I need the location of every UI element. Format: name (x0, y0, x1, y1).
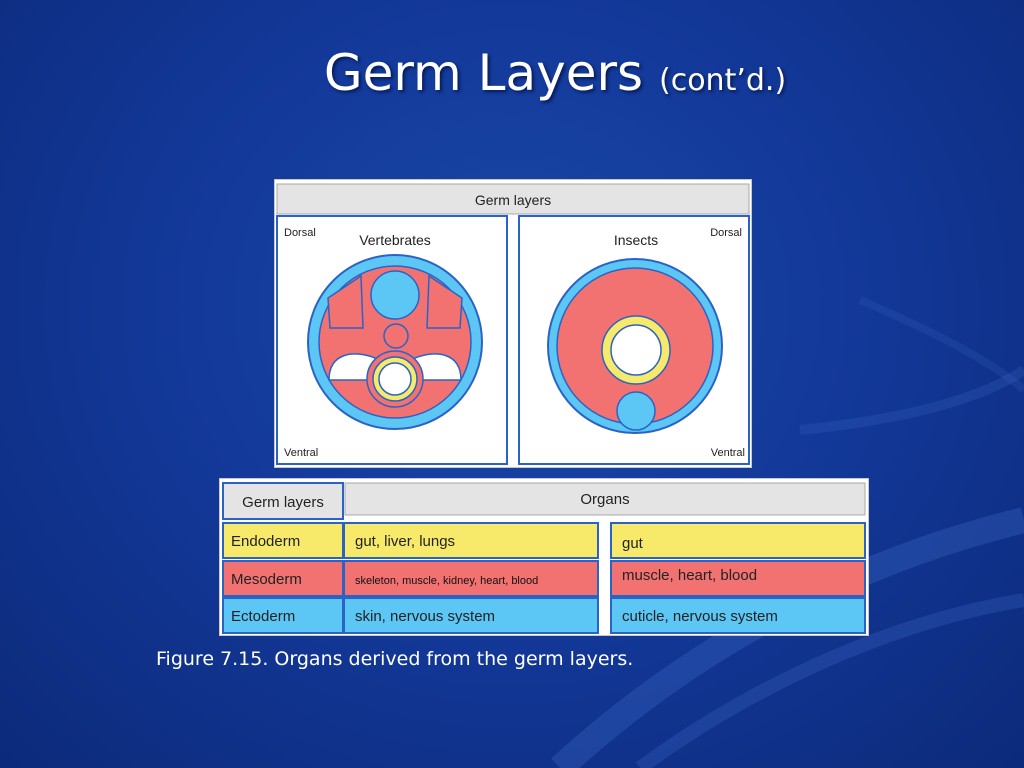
vertebrate-notochord (383, 323, 409, 349)
title-sub: (cont’d.) (659, 63, 787, 98)
ectoderm-vertebrate-cell (343, 597, 599, 634)
ectoderm-cell (222, 597, 344, 634)
cross-section-figure: Germ layers Dorsal Vertebrates Ventral (274, 179, 752, 468)
vertebrate-left-somite (327, 274, 364, 329)
mesoderm-label: Mesoderm (231, 571, 302, 588)
vertebrates-ventral-label: Ventral (284, 447, 318, 459)
endoderm-insect-cell (610, 522, 866, 559)
cross-section-svg: Germ layers Dorsal Vertebrates Ventral (276, 183, 750, 465)
germ-layers-col-header-cell (222, 482, 344, 520)
insects-dorsal-label: Dorsal (710, 227, 742, 239)
organs-table-figure: Germ layers Organs Endoderm gut, liver, … (219, 478, 869, 636)
mesoderm-insect-cell (610, 560, 866, 597)
germ-layers-header: Germ layers (475, 192, 551, 208)
germ-layers-header-bar (276, 183, 750, 215)
germ-layers-col-header: Germ layers (242, 494, 324, 511)
slide-title: Germ Layers (cont’d.) (0, 44, 1024, 102)
ectoderm-label: Ectoderm (231, 608, 295, 625)
organs-table-svg: Germ layers Organs Endoderm gut, liver, … (222, 482, 866, 634)
insect-gut-lumen (610, 324, 662, 376)
ectoderm-vertebrate-organs: skin, nervous system (355, 608, 495, 625)
endoderm-label: Endoderm (231, 533, 300, 550)
insects-label: Insects (614, 232, 658, 248)
organs-col-header-cell (344, 482, 866, 516)
vertebrate-neural-tube (370, 270, 420, 320)
mesoderm-insect-organs: muscle, heart, blood (622, 567, 757, 584)
vertebrates-label: Vertebrates (359, 232, 431, 248)
title-main: Germ Layers (323, 44, 644, 102)
organs-col-header: Organs (580, 491, 629, 508)
mesoderm-vertebrate-cell (343, 560, 599, 597)
insect-ventral-nerve-cord (616, 391, 656, 431)
ectoderm-insect-organs: cuticle, nervous system (622, 608, 778, 625)
mesoderm-vertebrate-organs: skeleton, muscle, kidney, heart, blood (355, 575, 538, 587)
figure-caption: Figure 7.15. Organs derived from the ger… (156, 648, 634, 670)
insect-cross-section (547, 258, 723, 434)
endoderm-cell (222, 522, 344, 559)
mesoderm-cell (222, 560, 344, 597)
vertebrate-right-somite (426, 274, 463, 329)
ectoderm-insect-cell (610, 597, 866, 634)
endoderm-insect-organs: gut (622, 535, 644, 552)
vertebrate-cross-section (307, 254, 483, 430)
vertebrate-gut-lumen (378, 362, 412, 396)
endoderm-vertebrate-organs: gut, liver, lungs (355, 533, 455, 550)
insects-ventral-label: Ventral (711, 447, 745, 459)
endoderm-vertebrate-cell (343, 522, 599, 559)
vertebrates-dorsal-label: Dorsal (284, 227, 316, 239)
